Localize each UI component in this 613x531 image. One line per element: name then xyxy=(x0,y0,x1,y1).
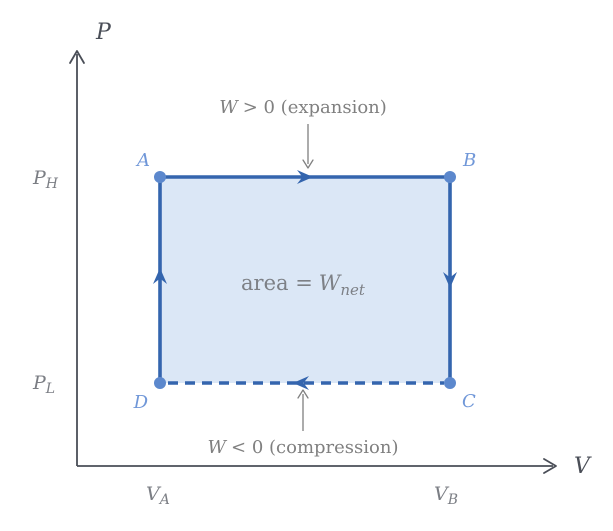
tick-v-b: VB xyxy=(434,483,458,508)
expansion-label: W> 0 (expansion) xyxy=(219,97,387,118)
point-d-dot xyxy=(154,377,166,389)
p-axis: P xyxy=(69,20,112,466)
cycle-path xyxy=(153,170,457,390)
point-d-label: D xyxy=(133,392,149,413)
point-b-label: B xyxy=(462,150,476,171)
compression-annotation: W< 0 (compression) xyxy=(208,389,399,458)
p-axis-arrowhead-icon xyxy=(69,50,85,64)
cycle-area-fill xyxy=(160,177,450,383)
v-axis-label: V xyxy=(574,454,592,479)
tick-p-low: PL xyxy=(32,372,55,397)
expansion-annotation: W> 0 (expansion) xyxy=(219,97,387,169)
point-a-label: A xyxy=(135,150,150,171)
point-c-label: C xyxy=(462,391,476,412)
p-axis-label: P xyxy=(95,20,112,45)
v-axis: V xyxy=(77,454,592,479)
tick-v-a: VA xyxy=(146,483,170,508)
tick-p-high: PH xyxy=(32,167,59,192)
point-c-dot xyxy=(444,377,456,389)
v-axis-arrowhead-icon xyxy=(543,458,557,474)
compression-arrowhead-icon xyxy=(297,389,309,399)
compression-label: W< 0 (compression) xyxy=(208,437,399,458)
state-points: A B C D xyxy=(133,150,477,413)
expansion-arrowhead-icon xyxy=(302,159,314,169)
point-b-dot xyxy=(444,171,456,183)
arrowhead-left-icon xyxy=(293,376,309,390)
arrowhead-down-icon xyxy=(443,272,457,288)
area-label: area =Wnet xyxy=(241,271,366,299)
arrowhead-right-icon xyxy=(297,170,313,184)
point-a-dot xyxy=(154,171,166,183)
arrowhead-up-icon xyxy=(153,268,167,284)
